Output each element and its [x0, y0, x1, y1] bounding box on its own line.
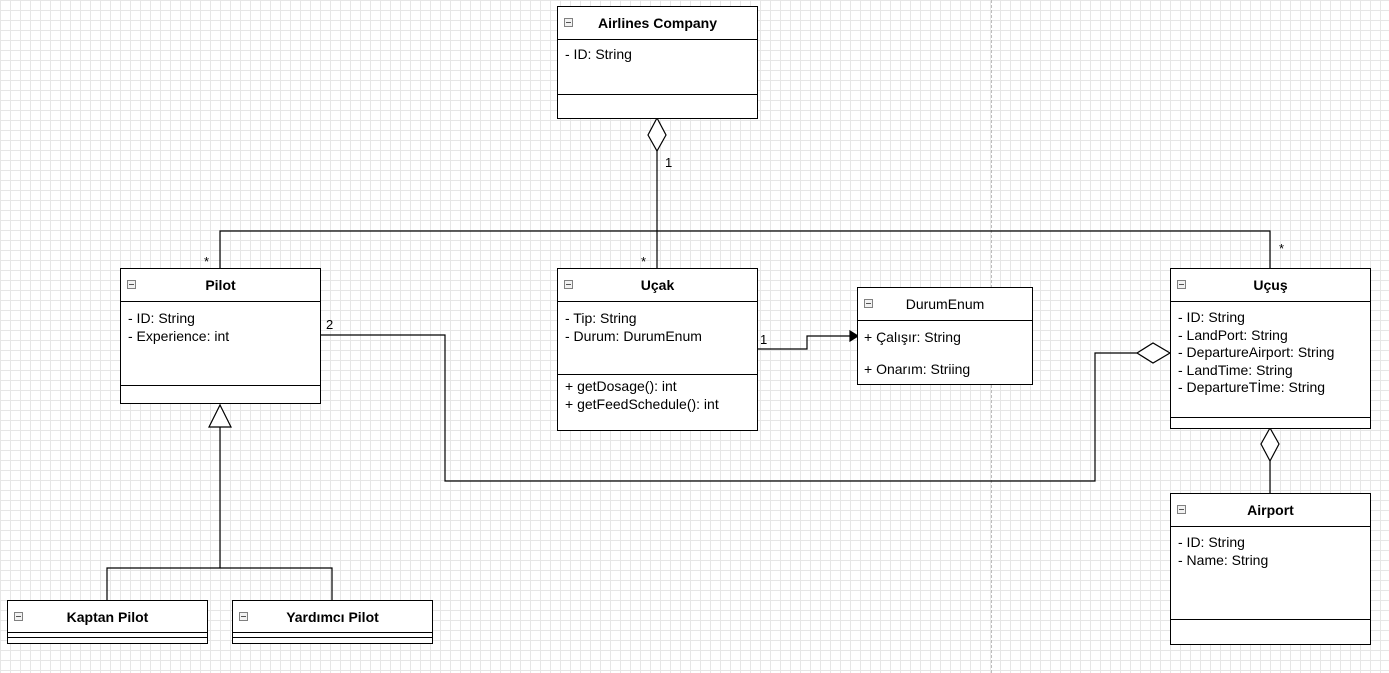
attributes-section	[8, 633, 207, 638]
attribute: - Tip: String	[565, 310, 637, 326]
attributes-section: - ID: String - Name: String	[1171, 527, 1370, 620]
class-name: Uçak	[640, 277, 675, 293]
collapse-icon[interactable]	[127, 280, 136, 289]
collapse-icon[interactable]	[564, 280, 573, 289]
attributes-section: - ID: String - Experience: int	[121, 302, 320, 386]
attributes-section: - ID: String - LandPort: String - Depart…	[1171, 302, 1370, 418]
class-header: Kaptan Pilot	[8, 601, 207, 633]
attribute: - LandPort: String	[1178, 326, 1288, 343]
arrowhead-durum	[849, 329, 860, 343]
multiplicity-ucak-durum: 1	[760, 332, 768, 347]
operations-section	[121, 386, 320, 390]
class-header: Airport	[1171, 494, 1370, 527]
collapse-icon[interactable]	[564, 18, 573, 27]
class-kaptan-pilot[interactable]: Kaptan Pilot	[7, 600, 208, 644]
attribute: - LandTime: String	[1178, 361, 1293, 378]
class-header: Pilot	[121, 269, 320, 302]
enum-name: DurumEnum	[905, 296, 985, 312]
class-header: Uçuş	[1171, 269, 1370, 302]
class-ucus[interactable]: Uçuş - ID: String - LandPort: String - D…	[1170, 268, 1371, 429]
edge-inheritance-branch	[106, 567, 333, 600]
class-header: Uçak	[558, 269, 757, 302]
multiplicity-airlines-ucak: 1	[665, 155, 673, 170]
operations-section	[1171, 418, 1370, 422]
class-airlines-company[interactable]: Airlines Company - ID: String	[557, 6, 758, 119]
attributes-section	[233, 633, 432, 638]
multiplicity-pilot-end: *	[204, 254, 210, 269]
collapse-icon[interactable]	[239, 611, 248, 621]
operations-section: + getDosage(): int + getFeedSchedule(): …	[558, 375, 757, 413]
class-name: Uçuş	[1253, 277, 1288, 293]
multiplicity-ucus-end: *	[1279, 241, 1285, 256]
operation: + getFeedSchedule(): int	[565, 395, 719, 412]
attribute: - DepartureAirport: String	[1178, 344, 1335, 360]
enum-header: DurumEnum	[858, 288, 1032, 321]
class-airport[interactable]: Airport - ID: String - Name: String	[1170, 493, 1371, 645]
class-header: Airlines Company	[558, 7, 757, 40]
attribute: - ID: String	[1178, 309, 1245, 325]
collapse-icon[interactable]	[14, 611, 23, 621]
attribute: - Name: String	[1178, 551, 1269, 568]
aggregation-diamond-airport	[1260, 426, 1280, 463]
attribute: - ID: String	[128, 310, 195, 326]
attribute: - DepartureTİme: String	[1178, 379, 1326, 395]
multiplicity-pilot-ucus: 2	[326, 317, 334, 332]
edge-pilot-ucus-top	[219, 230, 1271, 268]
class-ucak[interactable]: Uçak - Tip: String - Durum: DurumEnum + …	[557, 268, 758, 431]
attribute: - ID: String	[565, 46, 632, 62]
enum-item: + Çalışır: String	[864, 329, 961, 345]
aggregation-diamond-ucus	[1135, 342, 1172, 364]
edge-ucak-durum	[757, 335, 850, 350]
attributes-section: - Tip: String - Durum: DurumEnum	[558, 302, 757, 375]
enum-item: + Onarım: Striing	[864, 361, 971, 377]
collapse-icon[interactable]	[1177, 505, 1186, 514]
class-name: Yardımcı Pilot	[286, 608, 379, 625]
collapse-icon[interactable]	[1177, 280, 1186, 289]
operations-section	[558, 95, 757, 99]
attribute: - Durum: DurumEnum	[565, 327, 702, 344]
operation: + getDosage(): int	[565, 378, 677, 394]
operations-section	[1171, 620, 1370, 624]
class-name: Pilot	[205, 277, 236, 293]
class-pilot[interactable]: Pilot - ID: String - Experience: int	[120, 268, 321, 404]
class-name: Airlines Company	[597, 15, 718, 31]
aggregation-diamond-airlines	[647, 116, 667, 153]
multiplicity-ucak-end: *	[641, 254, 647, 269]
enum-durum[interactable]: DurumEnum + Çalışır: String + Onarım: St…	[857, 287, 1033, 385]
edge-pilot-ucus	[320, 334, 1137, 482]
class-name: Kaptan Pilot	[66, 608, 149, 625]
class-name: Airport	[1247, 502, 1294, 518]
attribute: - ID: String	[1178, 534, 1245, 550]
class-header: Yardımcı Pilot	[233, 601, 432, 633]
attribute: - Experience: int	[128, 327, 230, 344]
class-yardimci-pilot[interactable]: Yardımcı Pilot	[232, 600, 433, 644]
inheritance-triangle	[208, 403, 232, 428]
attributes-section: - ID: String	[558, 40, 757, 95]
collapse-icon[interactable]	[864, 299, 873, 308]
